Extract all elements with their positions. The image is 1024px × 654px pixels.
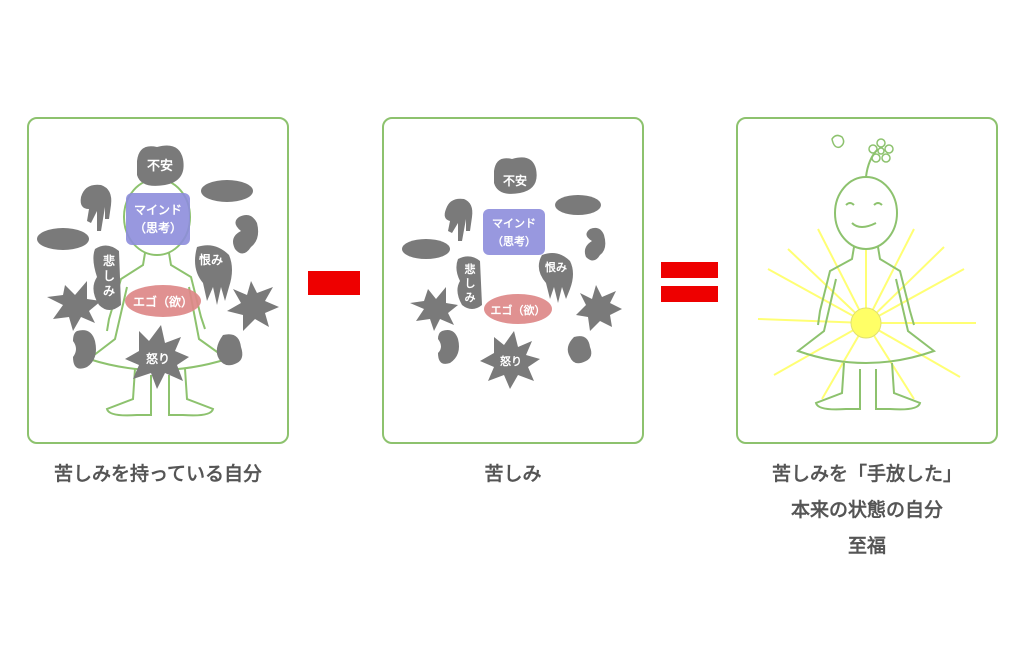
caption-line-2: 本来の状態の自分 — [790, 499, 943, 521]
caption-line-3: 至福 — [847, 535, 886, 557]
ego-ellipse — [125, 285, 201, 317]
mind-label-line2: （思考） — [134, 220, 182, 235]
grudge-label: 恨み — [545, 260, 567, 274]
blob-bottom-right — [216, 334, 243, 366]
sorrow-label-1: 悲 — [103, 253, 115, 268]
anxiety-label: 不安 — [147, 158, 173, 174]
mind-label-line1: マインド — [492, 217, 536, 230]
sorrow-label-2: し — [103, 269, 115, 283]
minus-sign-icon — [308, 271, 360, 295]
caption-released-self: 苦しみを「手放した」 本来の状態の自分 至福 — [707, 456, 1024, 564]
sorrow-blob — [93, 245, 121, 310]
drip-blob-left — [444, 198, 473, 241]
equals-sign-icon-top-bar — [661, 262, 718, 278]
panel1-illustration: 不安 マインド （思考） 悲 し み 恨み エゴ（欲） 怒り — [37, 145, 279, 417]
mind-label-line1: マインド — [134, 203, 182, 217]
anger-blob — [480, 331, 540, 389]
burst-blob-right — [576, 285, 622, 331]
oval-blob-top-right — [201, 180, 253, 202]
blob-bottom-right — [567, 336, 592, 364]
ego-ellipse — [484, 294, 552, 324]
mind-box — [126, 193, 190, 245]
mind-box — [483, 209, 545, 255]
sorrow-label-3: み — [465, 291, 476, 304]
blob-right — [233, 215, 259, 254]
panel3-illustration — [757, 134, 976, 411]
panel-suffering: 不安 マインド （思考） 悲 し み 恨み エゴ（欲） 怒り — [382, 117, 644, 444]
caption-self-with-suffering: 苦しみを持っている自分 — [53, 463, 263, 485]
ego-label: エゴ（欲） — [491, 303, 546, 317]
anxiety-label: 不安 — [503, 173, 527, 188]
blob-bottom-left — [73, 330, 96, 369]
caption-suffering: 苦しみ — [484, 463, 542, 485]
panel-self-with-suffering: 不安 マインド （思考） 悲 し み 恨み エゴ（欲） 怒り — [27, 117, 289, 444]
flower-icon — [868, 138, 894, 163]
sorrow-label-1: 悲 — [465, 262, 476, 276]
blissful-figure — [795, 148, 937, 411]
anger-label: 怒り — [500, 354, 522, 368]
glow-rays — [757, 228, 976, 400]
ego-label: エゴ（欲） — [133, 294, 193, 309]
mind-label-line2: （思考） — [492, 234, 536, 248]
anger-label: 怒り — [146, 351, 170, 366]
drip-blob-left — [80, 184, 112, 231]
oval-blob-left — [402, 239, 450, 259]
grudge-label: 恨み — [199, 252, 223, 267]
blob-bottom-left — [438, 330, 459, 364]
sorrow-label-2: し — [465, 277, 476, 290]
caption-line-1: 苦しみを「手放した」 — [771, 463, 962, 485]
seed-icon — [831, 134, 845, 149]
burst-blob-left — [410, 287, 458, 331]
oval-blob-left — [37, 228, 89, 250]
panel2-illustration: 不安 マインド （思考） 悲 し み 恨み エゴ（欲） 怒り — [402, 157, 622, 389]
blob-right — [584, 227, 606, 261]
burst-blob-left — [47, 281, 101, 331]
grudge-blob — [538, 253, 573, 303]
anxiety-blob — [137, 145, 184, 186]
anger-blob — [125, 325, 189, 389]
inner-sun — [850, 307, 882, 339]
anxiety-blob — [494, 157, 537, 194]
burst-blob-right — [227, 281, 279, 331]
equals-sign-icon-bottom-bar — [661, 286, 718, 302]
sorrow-blob — [456, 256, 482, 309]
oval-blob-top-right — [555, 195, 601, 215]
panel-released-self — [736, 117, 998, 444]
grudge-blob — [195, 245, 232, 305]
sorrow-label-3: み — [103, 284, 115, 298]
